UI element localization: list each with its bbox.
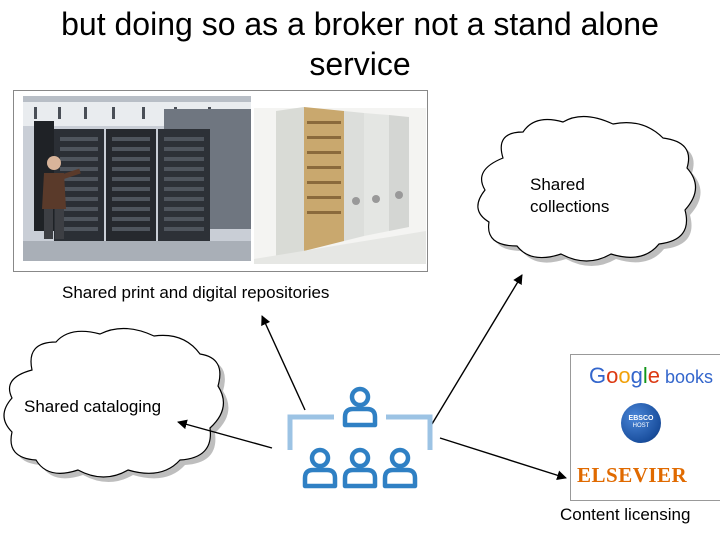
google-letter: o — [618, 363, 631, 388]
google-letter: G — [589, 363, 607, 388]
cloud-icon — [477, 115, 701, 266]
elsevier-logo: ELSEVIER — [577, 463, 688, 487]
licensing-label: Content licensing — [560, 505, 691, 524]
google-books-logo: Google books — [589, 363, 713, 389]
repositories-photos — [23, 94, 426, 264]
server-rack-icon — [23, 96, 251, 261]
repositories-label: Shared print and digital repositories — [62, 283, 330, 302]
licensing-logos-box: Google books EBSCO HOST ELSEVIER — [570, 354, 720, 501]
books-word: books — [660, 367, 714, 387]
arrow-icon — [431, 274, 523, 425]
user-group-icon — [287, 386, 433, 489]
cataloging-label: Shared cataloging — [24, 397, 162, 416]
arrow-icon — [261, 315, 306, 411]
cloud-icon — [3, 327, 229, 482]
slide-title: but doing so as a broker not a stand alo… — [61, 6, 659, 82]
google-letter: o — [606, 363, 619, 388]
arrow-icon — [439, 437, 567, 481]
collections-label-line2: collections — [530, 197, 610, 216]
google-letter: g — [630, 363, 643, 388]
google-letter: l — [642, 363, 648, 388]
arrow-icon — [177, 419, 273, 449]
repositories-photo-frame — [13, 90, 428, 272]
ebsco-text: EBSCO — [628, 415, 654, 422]
ebsco-logo: EBSCO HOST — [621, 403, 661, 443]
storage-shelves-icon — [254, 94, 426, 264]
collections-label-line1: Shared — [530, 175, 585, 194]
ebsco-host-text: HOST — [632, 423, 650, 429]
google-letter: e — [647, 363, 661, 388]
